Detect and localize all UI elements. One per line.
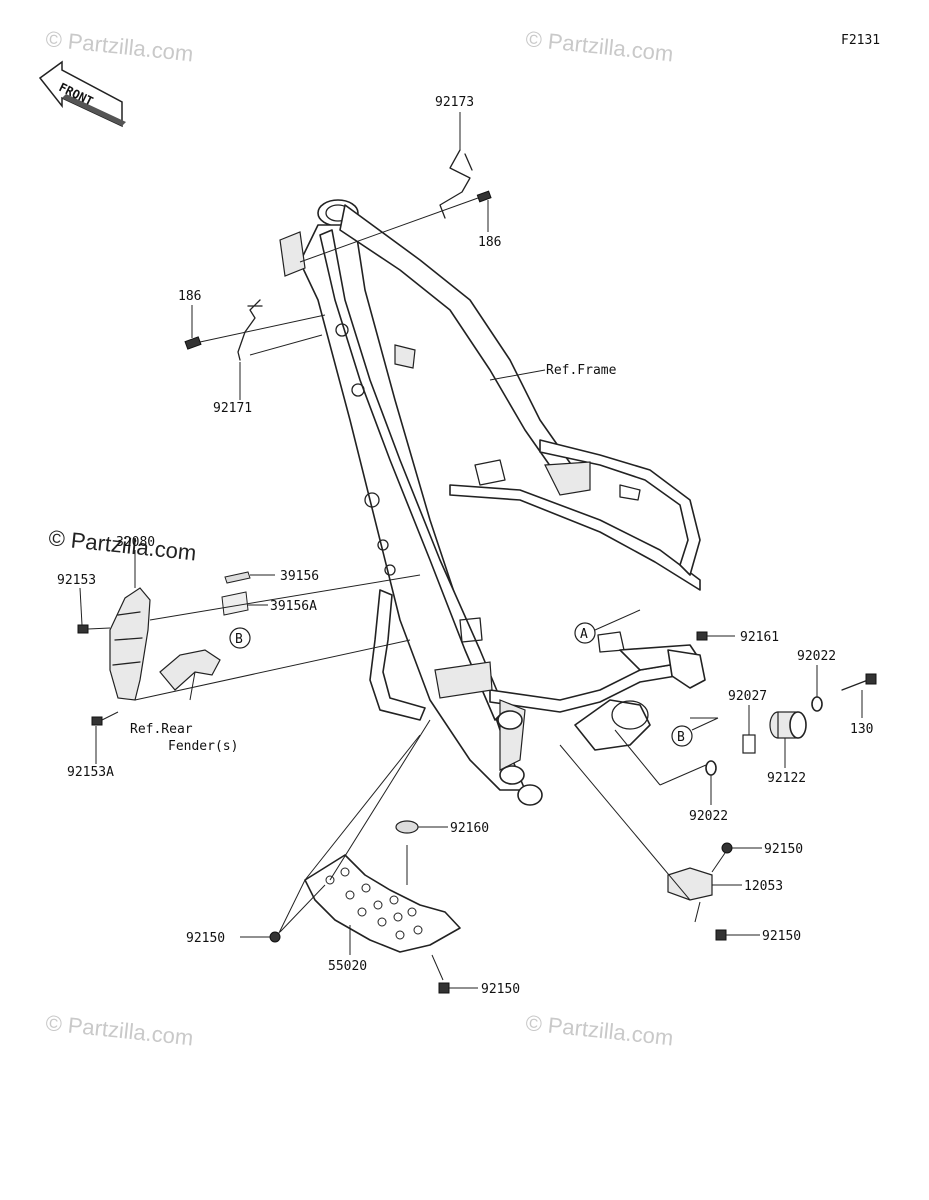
label-92150-r2: 92150	[762, 929, 801, 944]
engine-bracket	[574, 644, 706, 751]
label-92122: 92122	[767, 771, 806, 786]
label-39156: 39156	[280, 569, 319, 584]
label-32080: 32080	[116, 535, 155, 550]
label-92160: 92160	[450, 821, 489, 836]
bolt-92153a	[91, 711, 119, 726]
callout-b-left: B	[229, 627, 251, 649]
bolt-92153	[77, 624, 111, 634]
svg-text:B: B	[235, 632, 243, 647]
label-92150-left: 92150	[186, 931, 225, 946]
label-92150-bottom: 92150	[481, 982, 520, 997]
bracket-32080	[109, 587, 151, 701]
label-39156a: 39156A	[270, 599, 317, 614]
label-12053: 12053	[744, 879, 783, 894]
collar-92027	[742, 705, 756, 754]
nut-92150-right-top	[711, 842, 762, 873]
watermark-top-right: © Partzilla.com	[524, 26, 674, 66]
bushing-92122	[769, 711, 807, 768]
label-92153a: 92153A	[67, 765, 114, 780]
label-92150-r1: 92150	[764, 842, 803, 857]
motorcycle-frame	[279, 199, 701, 806]
label-92027: 92027	[728, 689, 767, 704]
label-39156	[224, 571, 275, 584]
diagram-id: F2131	[841, 33, 880, 48]
watermark-bottom-left: © Partzilla.com	[44, 1010, 194, 1050]
rear-fender-piece	[159, 649, 221, 701]
clamp-92173	[439, 149, 473, 219]
bolt-186-left	[184, 314, 326, 356]
bolt-130	[841, 673, 877, 718]
label-55020: 55020	[328, 959, 367, 974]
watermark-bottom-right: © Partzilla.com	[524, 1010, 674, 1050]
label-ref-rear-2: Fender(s)	[168, 739, 238, 754]
label-92173: 92173	[435, 95, 474, 110]
nut-92150-left	[240, 931, 281, 943]
plug-92160	[395, 820, 448, 885]
washer-92022-bottom	[614, 729, 717, 805]
bracket-12053	[559, 744, 742, 923]
clamp-92171	[237, 299, 263, 361]
callout-b-right: B	[671, 717, 719, 747]
skid-plate-55020	[277, 734, 461, 955]
part-labels: 92173 186 186 92171 Ref.Frame 32080 9215…	[57, 95, 873, 997]
svg-text:A: A	[580, 627, 588, 642]
bolt-92150-bottom	[431, 954, 478, 994]
label-92171: 92171	[213, 401, 252, 416]
label-92022-bottom: 92022	[689, 809, 728, 824]
label-186-left: 186	[178, 289, 201, 304]
label-92022-top: 92022	[797, 649, 836, 664]
label-130: 130	[850, 722, 873, 737]
watermark-top-left: © Partzilla.com	[44, 26, 194, 66]
svg-text:B: B	[677, 730, 685, 745]
label-39156a	[221, 591, 268, 616]
washer-92022-top	[811, 665, 823, 712]
bolt-92150-right-bottom	[715, 929, 760, 941]
front-arrow-icon: FRONT	[38, 60, 126, 128]
bolt-92161	[696, 631, 735, 641]
label-186-top: 186	[478, 235, 501, 250]
label-92153: 92153	[57, 573, 96, 588]
callout-a: A	[574, 609, 641, 644]
label-92161: 92161	[740, 630, 779, 645]
label-ref-rear-1: Ref.Rear	[130, 722, 193, 737]
label-ref-frame: Ref.Frame	[546, 363, 617, 378]
bolt-186-top	[299, 190, 492, 263]
